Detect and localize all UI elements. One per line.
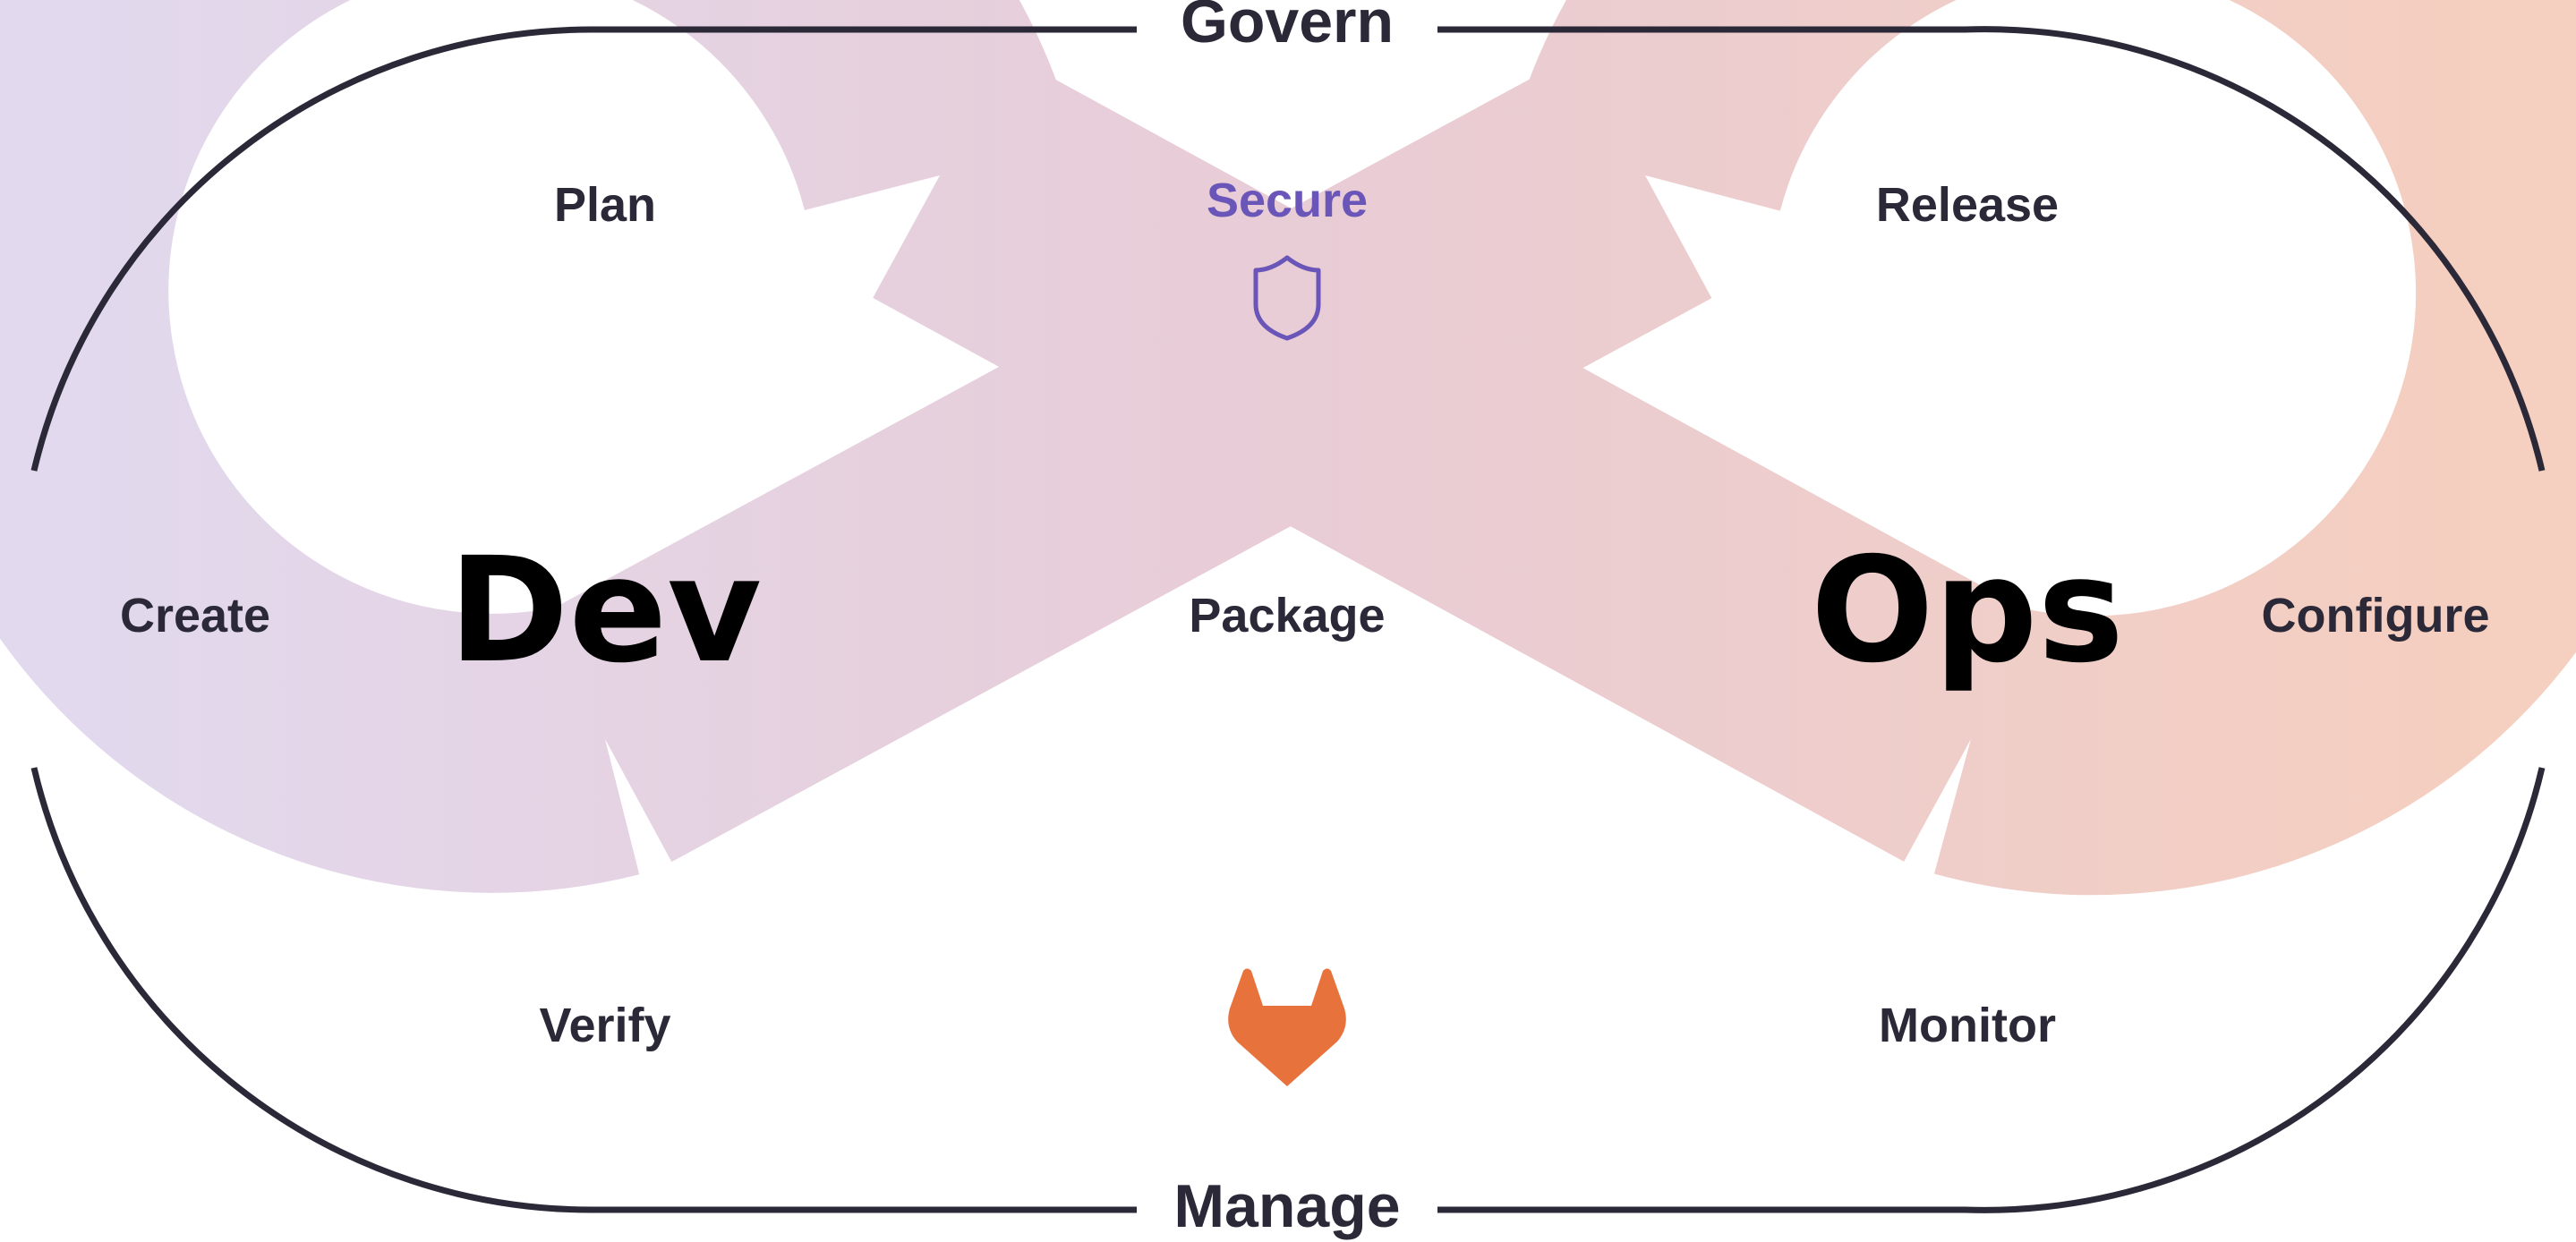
ops-title: Ops [1811, 527, 2124, 695]
frame-bottom-line [30, 767, 2546, 1213]
infinity-band-right-loop [1510, 0, 2576, 896]
shield-icon [1253, 255, 1321, 341]
frame-top-line [30, 26, 2546, 472]
stage-release-label: Release [1876, 178, 2059, 232]
infinity-band-left-loop [0, 0, 1075, 893]
stage-create-label: Create [120, 589, 270, 642]
stage-secure-label: Secure [1207, 174, 1368, 227]
stage-package-label: Package [1189, 589, 1385, 642]
stage-monitor-label: Monitor [1879, 999, 2056, 1052]
govern-label: Govern [1181, 0, 1394, 55]
dev-title: Dev [448, 527, 762, 695]
manage-label: Manage [1173, 1172, 1400, 1240]
stage-plan-label: Plan [554, 178, 656, 232]
stage-configure-label: Configure [2262, 589, 2490, 642]
stage-verify-label: Verify [539, 999, 670, 1052]
infinity-band-diagonal-down [873, 53, 2038, 862]
infinity-band-diagonal-up [538, 52, 1712, 863]
gitlab-fox-icon [1228, 968, 1346, 1086]
